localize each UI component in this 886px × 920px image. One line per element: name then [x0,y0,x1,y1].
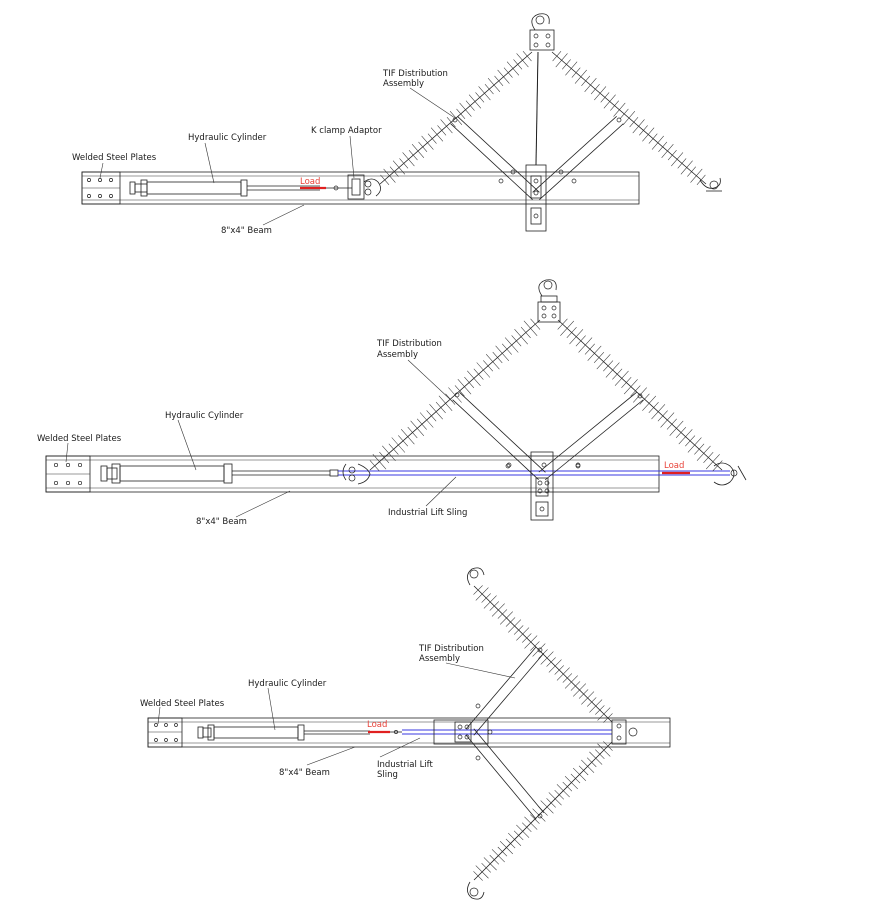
panel-1: Welded Steel Plates Hydraulic Cylinder K… [72,13,722,236]
beam-8x4 [147,717,671,748]
label-assembly-line2: Assembly [377,350,418,360]
welded-steel-plates [81,171,121,205]
label-hydraulic-cylinder: Hydraulic Cylinder [248,679,327,689]
label-assembly-line1: TIF Distribution [376,339,442,349]
tif-distribution-assembly [465,585,613,881]
panel-2: Welded Steel Plates Hydraulic Cylinder T… [37,279,747,527]
insulator-string [369,318,541,472]
load-arrow [368,730,402,734]
tif-distribution-assembly [379,51,707,201]
label-beam: 8"x4" Beam [221,226,272,236]
label-hydraulic-cylinder: Hydraulic Cylinder [188,133,267,143]
label-sling-line1: Industrial Lift [377,760,434,770]
brace-arm [532,115,624,201]
label-welded-steel-plates: Welded Steel Plates [72,153,157,163]
hydraulic-cylinder [197,724,370,741]
welded-steel-plates [45,455,91,493]
end-clamp-right [611,719,638,745]
panel-3: Welded Steel Plates Hydraulic Cylinder T… [140,567,671,900]
label-load: Load [664,461,684,471]
k-clamp-adaptor [347,174,381,200]
label-beam: 8"x4" Beam [196,517,247,527]
label-welded-steel-plates: Welded Steel Plates [140,699,225,709]
end-clamp-right [713,462,747,486]
brace-arm [538,391,644,481]
top-clamp [529,13,555,51]
label-load: Load [367,720,387,730]
leader-lines [65,359,457,518]
industrial-lift-sling [402,729,612,735]
label-industrial-lift-sling: Industrial Lift Sling [388,508,467,518]
label-assembly-line2: Assembly [419,654,460,664]
insulator-string [551,51,707,185]
label-assembly-line2: Assembly [383,79,424,89]
brace-arm [465,728,545,820]
label-load: Load [300,177,320,187]
k-clamp-left [342,463,371,485]
mounting-bracket [505,451,581,521]
leader-lines [157,662,516,766]
tif-distribution-assembly [369,318,723,481]
brace-arm [465,646,545,736]
top-clamp [537,279,561,323]
label-welded-steel-plates: Welded Steel Plates [37,434,122,444]
end-clamp-right [699,177,722,192]
insulator-string [473,741,613,881]
brace-arm [535,51,539,166]
label-hydraulic-cylinder: Hydraulic Cylinder [165,411,244,421]
hydraulic-cylinder [129,179,320,197]
bottom-clamp [467,881,485,900]
brace-arm [452,392,546,480]
welded-steel-plates [147,717,183,748]
label-sling-line2: Sling [377,770,398,780]
leader-lines [99,87,456,226]
insulator-string [557,318,723,472]
mounting-bracket [498,164,577,232]
insulator-string [379,51,533,185]
label-assembly-line1: TIF Distribution [382,69,448,79]
beam-8x4 [45,455,660,493]
top-clamp [467,567,485,586]
label-k-clamp-adaptor: K clamp Adaptor [311,126,382,136]
label-beam: 8"x4" Beam [279,768,330,778]
label-assembly-line1: TIF Distribution [418,644,484,654]
hydraulic-cylinder [100,463,339,484]
mounting-bracket [433,703,493,761]
